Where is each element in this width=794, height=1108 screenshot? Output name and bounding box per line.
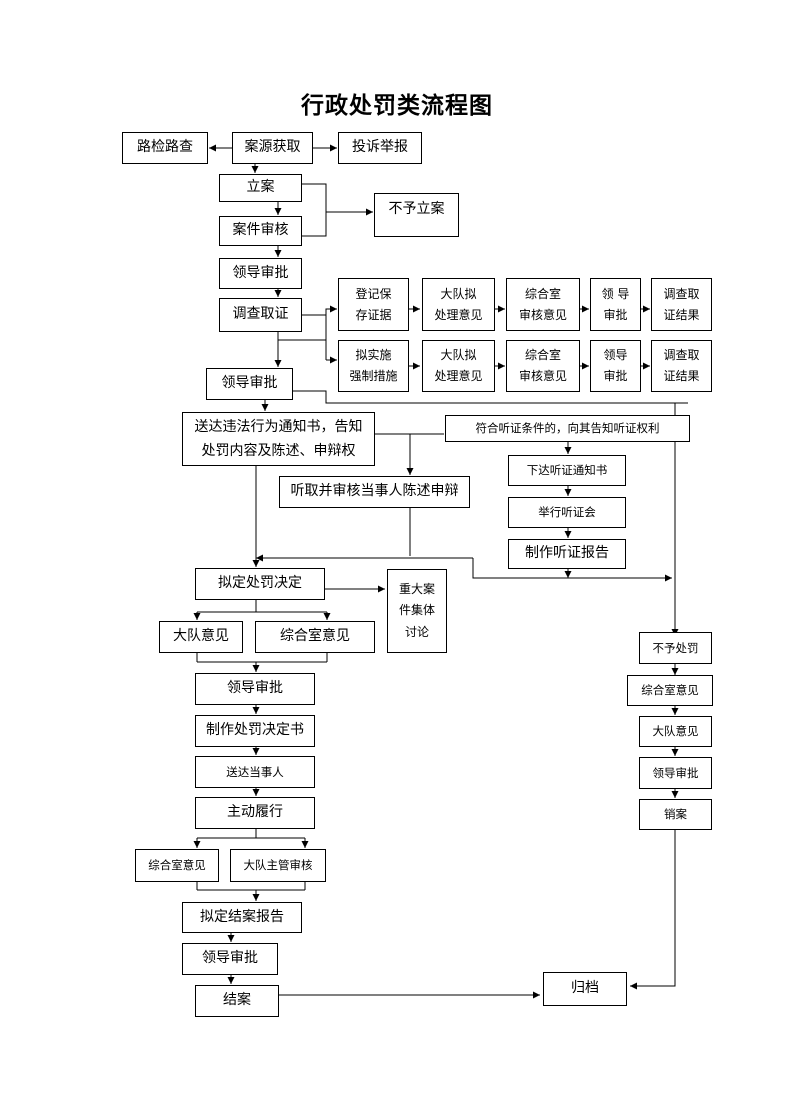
close-case-node: 结案 (195, 985, 279, 1017)
register-evidence-node: 登记保 存证据 (338, 278, 409, 331)
hearing-notice-node: 下达听证通知书 (508, 455, 626, 486)
draft-closing-node: 拟定结案报告 (182, 902, 302, 933)
cancel-case-node: 销案 (639, 799, 712, 830)
filing-node: 立案 (219, 174, 302, 202)
road-check-node: 路检路查 (122, 132, 208, 164)
leader-approval-node: 领 导 审批 (590, 278, 641, 331)
perform-node: 主动履行 (195, 797, 315, 829)
team-opinion-node: 大队拟 处理意见 (422, 278, 495, 331)
case-source-node: 案源获取 (232, 132, 313, 164)
office-review-node: 综合室 审核意见 (506, 278, 580, 331)
coercive-measures-node: 拟实施 强制措施 (338, 340, 409, 392)
deliver-node: 送达当事人 (195, 756, 315, 788)
office-opinion-node: 综合室意见 (135, 849, 219, 882)
major-case-node: 重大案 件集体 讨论 (387, 569, 447, 653)
draft-decision-node: 拟定处罚决定 (195, 568, 325, 600)
leader-approval-node: 领导审批 (639, 757, 712, 789)
office-opinion-node: 综合室意见 (627, 675, 713, 706)
no-filing-node: 不予立案 (374, 193, 459, 237)
hearing-report-node: 制作听证报告 (508, 539, 626, 569)
archive-node: 归档 (543, 972, 627, 1006)
make-decision-node: 制作处罚决定书 (195, 715, 315, 747)
leader-approval-node: 领导审批 (195, 673, 315, 705)
team-opinion-node: 大队拟 处理意见 (422, 340, 495, 392)
complaint-node: 投诉举报 (338, 132, 422, 164)
office-review-node: 综合室 审核意见 (506, 340, 580, 392)
hearing-condition-node: 符合听证条件的，向其告知听证权利 (445, 415, 690, 442)
page-title: 行政处罚类流程图 (301, 93, 493, 119)
leader-approval-node: 领导审批 (206, 368, 293, 400)
office-opinion-node: 综合室意见 (255, 621, 375, 653)
investigation-result-node: 调查取 证结果 (651, 340, 712, 392)
investigation-result-node: 调查取 证结果 (651, 278, 712, 331)
team-supervisor-node: 大队主管审核 (230, 849, 326, 882)
team-opinion-node: 大队意见 (159, 621, 243, 653)
team-opinion-node: 大队意见 (639, 716, 712, 747)
investigation-node: 调查取证 (219, 298, 302, 332)
case-review-node: 案件审核 (219, 216, 302, 246)
violation-notice-node: 送达违法行为通知书，告知 处罚内容及陈述、申辩权 (182, 412, 375, 466)
leader-approval-node: 领导 审批 (590, 340, 641, 392)
leader-approval-node: 领导审批 (219, 258, 302, 289)
hear-defense-node: 听取并审核当事人陈述申辩 (279, 476, 470, 508)
leader-approval-node: 领导审批 (182, 943, 278, 975)
no-penalty-node: 不予处罚 (639, 632, 712, 664)
hold-hearing-node: 举行听证会 (508, 497, 626, 528)
